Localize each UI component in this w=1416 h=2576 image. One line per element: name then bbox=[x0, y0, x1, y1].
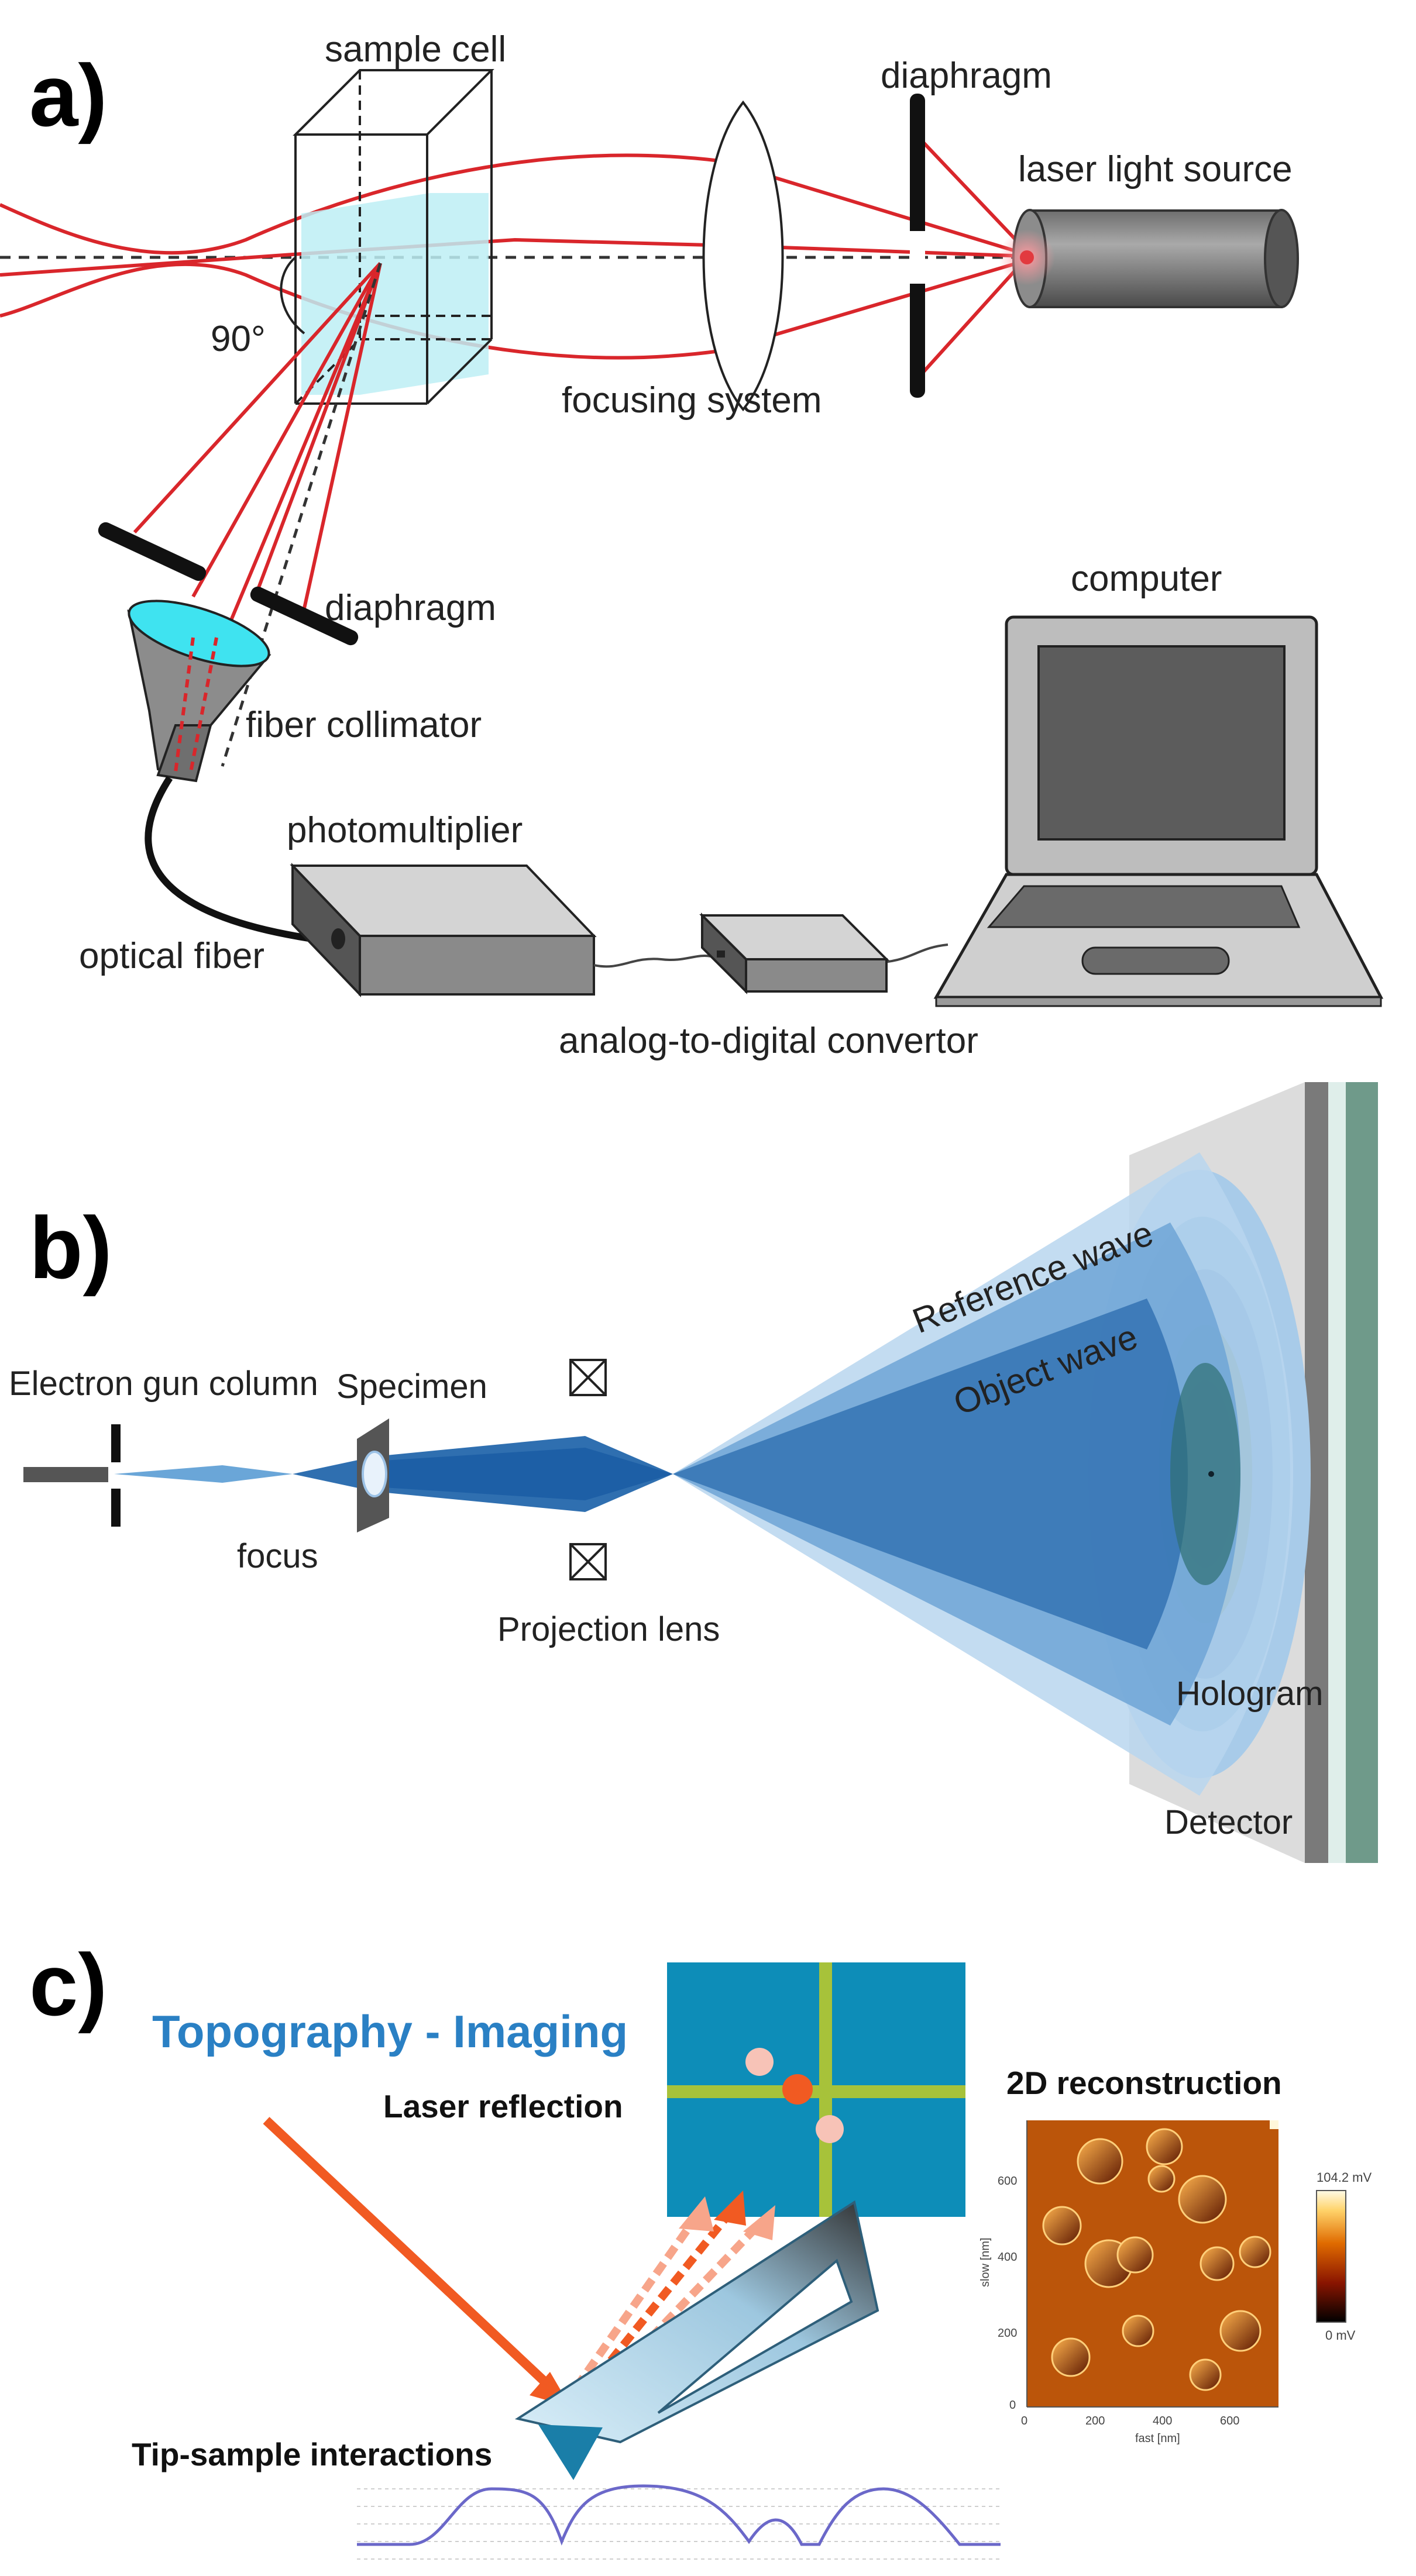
label-tip-sample: Tip-sample interactions bbox=[132, 2436, 492, 2472]
label-hologram: Hologram bbox=[1176, 1675, 1323, 1713]
detector-plate-green bbox=[1346, 1082, 1378, 1863]
signal-trace bbox=[357, 2484, 1001, 2560]
label-detector: Detector bbox=[1164, 1803, 1293, 1841]
y-tick-3: 600 bbox=[998, 2175, 1017, 2188]
focusing-lens bbox=[702, 100, 784, 412]
colorbar-top-label: 104.2 mV bbox=[1317, 2170, 1372, 2185]
title-topography: Topography - Imaging bbox=[152, 2006, 628, 2057]
panel-b: b) Electron gun column Spe bbox=[9, 1082, 1378, 1863]
afm-cantilever bbox=[514, 2200, 879, 2480]
diaphragm-bottom-right bbox=[250, 586, 359, 646]
photomultiplier bbox=[290, 863, 597, 997]
panel-a: a) sample cell 90° bbox=[0, 29, 1384, 1061]
incident-laser-arrow bbox=[263, 2117, 570, 2407]
photodetector-panel bbox=[667, 1962, 965, 2217]
scattered-beams bbox=[133, 261, 382, 656]
label-specimen: Specimen bbox=[336, 1368, 487, 1406]
computer bbox=[933, 615, 1384, 1007]
x-tick-2: 400 bbox=[1153, 2415, 1172, 2427]
angle-arc bbox=[280, 256, 305, 335]
gun-aperture-bottom bbox=[111, 1489, 121, 1527]
x-tick-3: 600 bbox=[1220, 2415, 1239, 2427]
colorbar-bottom-label: 0 mV bbox=[1325, 2328, 1356, 2343]
panel-c-letter: c) bbox=[29, 1936, 107, 2034]
colorbar bbox=[1316, 2190, 1346, 2323]
y-tick-0: 0 bbox=[1009, 2399, 1016, 2412]
label-sample-cell: sample cell bbox=[325, 29, 506, 70]
label-diaphragm-top: diaphragm bbox=[881, 56, 1052, 96]
projection-lens-bottom bbox=[569, 1543, 607, 1580]
y-tick-1: 200 bbox=[998, 2327, 1017, 2340]
x-tick-1: 200 bbox=[1085, 2415, 1105, 2427]
diaphragm-bottom-left bbox=[98, 522, 207, 581]
electron-gun bbox=[23, 1467, 108, 1482]
label-diaphragm-bottom: diaphragm bbox=[325, 588, 496, 628]
label-fiber-collimator: fiber collimator bbox=[246, 705, 482, 745]
optical-fiber bbox=[145, 776, 334, 945]
label-optical-fiber: optical fiber bbox=[79, 936, 264, 976]
fiber-collimator bbox=[127, 600, 271, 783]
label-2d-reconstruction: 2D reconstruction bbox=[1006, 2065, 1282, 2101]
laser-source bbox=[999, 209, 1299, 308]
afm-image bbox=[1027, 2120, 1278, 2407]
panel-c: c) Topography - Imaging Laser reflection bbox=[29, 1936, 1372, 2560]
cable-adc-computer bbox=[883, 943, 948, 963]
label-angle: 90° bbox=[211, 319, 266, 359]
sample-cell bbox=[293, 69, 494, 405]
beam-gun bbox=[114, 1465, 293, 1483]
projection-lens-top bbox=[569, 1359, 607, 1396]
incident-beams bbox=[0, 136, 1029, 379]
x-tick-0: 0 bbox=[1021, 2415, 1027, 2427]
afm-axes bbox=[1026, 2120, 1278, 2408]
label-electron-gun: Electron gun column bbox=[9, 1365, 318, 1403]
y-tick-2: 400 bbox=[998, 2251, 1017, 2264]
label-focus: focus bbox=[237, 1537, 318, 1575]
label-laser-source: laser light source bbox=[1018, 149, 1293, 190]
scatter-axis bbox=[221, 263, 382, 767]
x-axis-label: fast [nm] bbox=[1135, 2432, 1180, 2445]
panel-a-letter: a) bbox=[29, 46, 107, 144]
adc-box bbox=[699, 912, 889, 994]
gun-aperture-top bbox=[111, 1424, 121, 1462]
panel-b-letter: b) bbox=[29, 1199, 112, 1297]
label-focusing-system: focusing system bbox=[562, 380, 822, 421]
label-projection-lens: Projection lens bbox=[497, 1610, 720, 1648]
label-laser-reflection: Laser reflection bbox=[383, 2088, 623, 2124]
cable-pm-adc bbox=[593, 955, 712, 968]
label-computer: computer bbox=[1071, 559, 1222, 599]
label-photomultiplier: photomultiplier bbox=[287, 810, 523, 850]
label-adc: analog-to-digital convertor bbox=[559, 1021, 978, 1061]
y-axis-label: slow [nm] bbox=[979, 2238, 992, 2287]
afm-tip bbox=[538, 2425, 603, 2480]
